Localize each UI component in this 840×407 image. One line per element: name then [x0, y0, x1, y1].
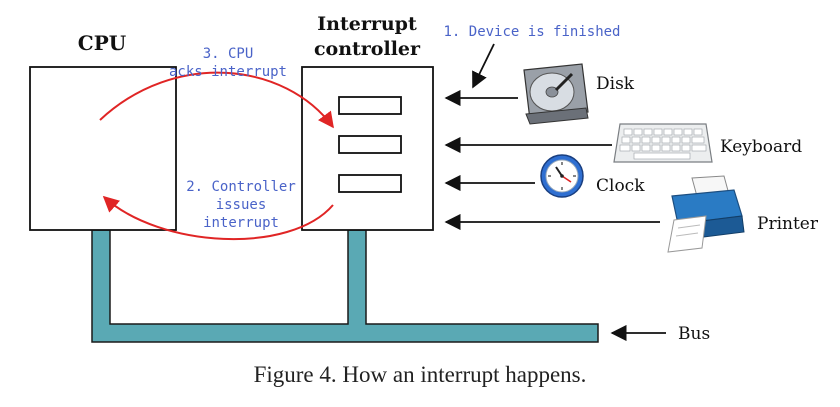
controller-slot-3: [338, 174, 402, 193]
controller-label-line2: controller: [314, 38, 421, 60]
device-finished-pointer: [472, 43, 495, 89]
hard-disk-icon: [523, 63, 589, 125]
annotation-cpu-acks-line1: 3. CPU: [203, 46, 254, 62]
bus: [91, 229, 599, 343]
figure-caption: Figure 4. How an interrupt happens.: [254, 362, 587, 387]
controller-label-line1: Interrupt: [317, 13, 417, 35]
device-label-keyboard: Keyboard: [720, 137, 802, 157]
annotation-controller-issues-line3: interrupt: [203, 215, 279, 231]
clock-icon: [540, 154, 584, 198]
controller-slot-2: [338, 135, 402, 154]
controller-issue-arrow: [102, 195, 334, 241]
keyboard-icon: [613, 123, 713, 163]
device-label-printer: Printer: [757, 214, 819, 234]
annotation-controller-issues-line2: issues: [216, 197, 267, 213]
controller-slot-1: [338, 96, 402, 115]
annotation-cpu-acks-line2: acks interrupt: [169, 64, 287, 80]
controller-box: [301, 66, 434, 231]
cpu-ack-arrow: [99, 71, 334, 129]
cpu-box: [29, 66, 177, 231]
device-label-clock: Clock: [596, 176, 645, 196]
annotation-device-finished: 1. Device is finished: [443, 24, 620, 40]
cpu-label: CPU: [78, 31, 126, 55]
bus-label: Bus: [678, 324, 710, 344]
annotation-controller-issues-line1: 2. Controller: [186, 179, 296, 195]
device-label-disk: Disk: [596, 74, 635, 94]
printer-icon: [667, 175, 745, 253]
